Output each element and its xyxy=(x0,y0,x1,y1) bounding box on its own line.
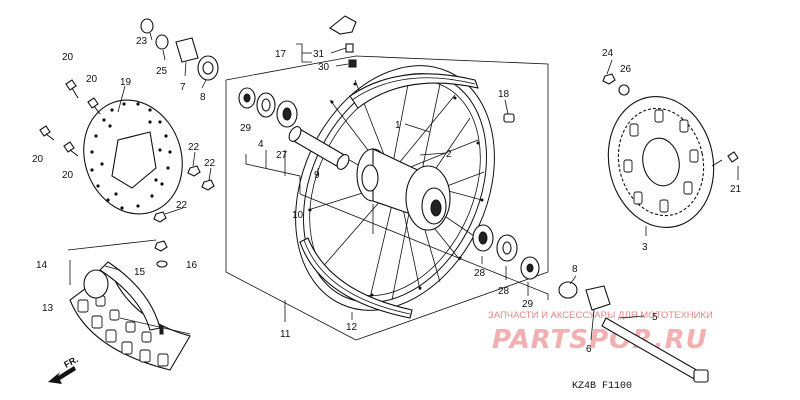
part-labels: 1 2 3 4 5 6 7 8 8 9 10 11 12 13 14 15 16… xyxy=(32,36,742,355)
label-8-upper: 8 xyxy=(200,92,206,103)
label-22-a: 22 xyxy=(188,142,200,153)
label-25: 25 xyxy=(156,66,168,77)
label-28-a: 28 xyxy=(474,268,486,279)
label-24: 24 xyxy=(602,48,614,59)
label-18: 18 xyxy=(498,89,510,100)
label-9: 9 xyxy=(314,170,320,181)
label-8-lower: 8 xyxy=(572,264,578,275)
label-29-a: 29 xyxy=(240,123,252,134)
brake-disc xyxy=(83,99,183,215)
watermark-logo: PARTSPOR.RU xyxy=(492,325,708,355)
label-20-d: 20 xyxy=(62,170,74,181)
label-12: 12 xyxy=(346,322,358,333)
label-13: 13 xyxy=(42,303,54,314)
label-10: 10 xyxy=(292,210,304,221)
label-17: 17 xyxy=(275,49,287,60)
label-2: 2 xyxy=(446,149,452,160)
rim-band-upper xyxy=(349,73,479,109)
label-31: 31 xyxy=(313,49,325,60)
side-collars xyxy=(140,18,219,81)
label-26: 26 xyxy=(620,64,632,75)
label-22-b: 22 xyxy=(204,158,216,169)
watermark-tagline: ЗАПЧАСТИ И АКСЕССУАРЫ ДЛЯ МОТОТЕХНИКИ xyxy=(488,310,713,321)
front-direction: FR. xyxy=(48,354,80,384)
label-16: 16 xyxy=(186,260,198,271)
rim-lock-nut xyxy=(154,240,168,335)
label-1: 1 xyxy=(395,120,401,131)
left-bearing-set xyxy=(238,87,298,128)
label-5: 5 xyxy=(652,312,658,323)
tire xyxy=(69,261,191,371)
label-4: 4 xyxy=(258,139,264,150)
label-7: 7 xyxy=(180,82,186,93)
wheel-hub xyxy=(356,148,451,231)
label-22-c: 22 xyxy=(176,200,188,211)
label-23: 23 xyxy=(136,36,148,47)
diagram-code: KZ4B F1100 xyxy=(572,381,632,392)
label-3: 3 xyxy=(642,242,648,253)
label-29-b: 29 xyxy=(522,299,534,310)
valve-stem xyxy=(503,113,515,123)
front-arrow-icon xyxy=(48,366,76,384)
label-20-c: 20 xyxy=(32,154,44,165)
label-27: 27 xyxy=(276,150,288,161)
distance-collar xyxy=(288,126,350,170)
label-28-b: 28 xyxy=(498,286,510,297)
disc-nuts xyxy=(153,165,215,223)
watermark: ЗАПЧАСТИ И АКСЕССУАРЫ ДЛЯ МОТОТЕХНИКИ PA… xyxy=(488,310,713,355)
driven-sprocket xyxy=(607,95,715,229)
label-20-b: 20 xyxy=(86,74,98,85)
rim-lock xyxy=(329,15,357,68)
rim-band-lower xyxy=(299,237,413,319)
rear-axle xyxy=(558,281,709,383)
label-20-a: 20 xyxy=(62,52,74,63)
assembly-frame xyxy=(225,55,549,341)
label-14: 14 xyxy=(36,260,48,271)
right-bearing-set xyxy=(472,224,540,280)
label-21: 21 xyxy=(730,184,742,195)
leader-lines xyxy=(67,32,739,341)
label-11: 11 xyxy=(280,329,291,340)
label-6: 6 xyxy=(586,344,592,355)
front-direction-label: FR. xyxy=(62,354,79,370)
sprocket-fasteners xyxy=(602,73,739,167)
label-30: 30 xyxy=(318,62,330,73)
label-19: 19 xyxy=(120,77,132,88)
label-15: 15 xyxy=(134,267,146,278)
disc-bolts xyxy=(39,79,101,157)
